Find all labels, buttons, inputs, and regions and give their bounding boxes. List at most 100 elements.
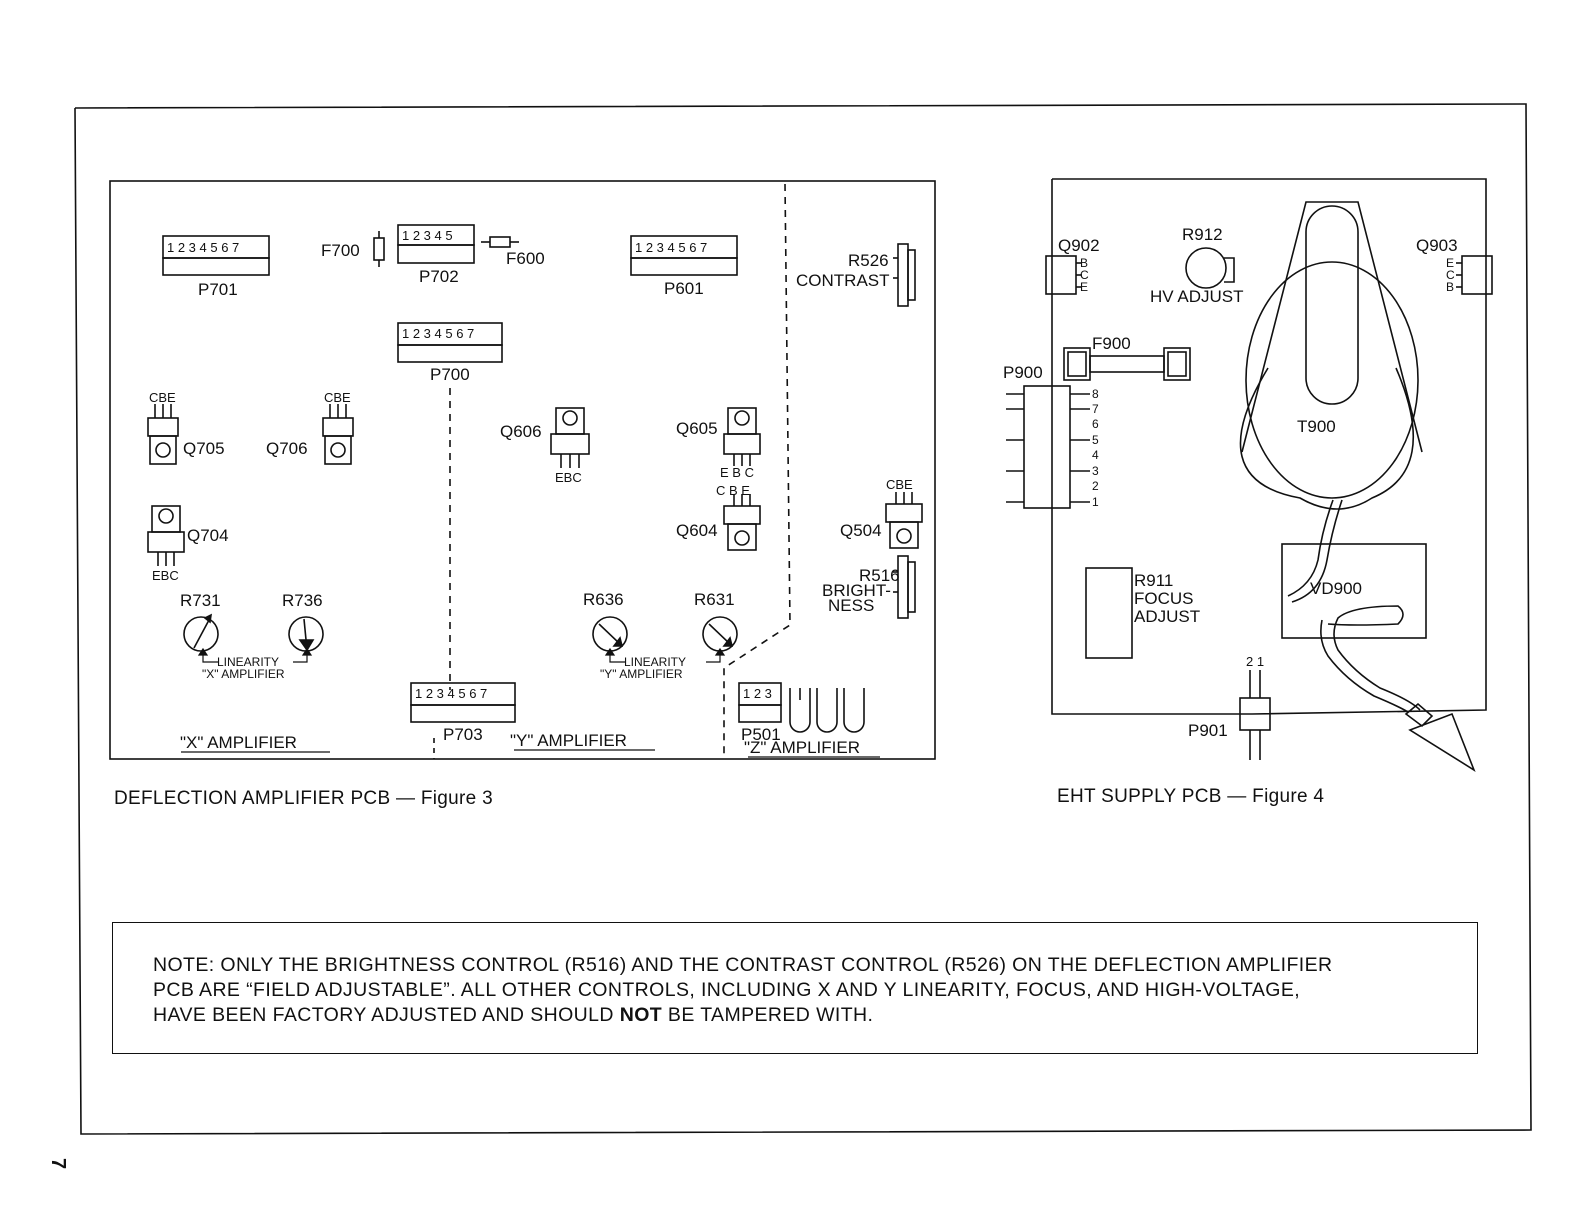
control-r526: [893, 243, 916, 307]
q504-label: Q504: [840, 521, 882, 540]
contrast-label: CONTRAST: [796, 271, 890, 290]
y-linearity-amp: "Y" AMPLIFIER: [600, 667, 683, 681]
deflection-pcb-outline: [109, 180, 936, 760]
p703-label: P703: [443, 725, 483, 744]
note-box: NOTE: ONLY THE BRIGHTNESS CONTROL (R516)…: [112, 922, 1478, 1054]
eht-pcb-outline: [1051, 178, 1487, 715]
x-amplifier-section: "X" AMPLIFIER: [180, 733, 297, 752]
p900-pin-1: 1: [1092, 495, 1099, 509]
transistor-q604: [723, 494, 761, 551]
q704-label: Q704: [187, 526, 229, 545]
p900-pin-2: 2: [1092, 479, 1099, 493]
pot-r636: [592, 616, 628, 652]
r631-label: R631: [694, 590, 735, 609]
note-line-1: NOTE: ONLY THE BRIGHTNESS CONTROL (R516)…: [153, 954, 1333, 976]
r636-label: R636: [583, 590, 624, 609]
q604-label: Q604: [676, 521, 718, 540]
p601-label: P601: [664, 279, 704, 298]
p900-pin-6: 6: [1092, 417, 1099, 431]
y-z-divider: [723, 183, 791, 759]
transistor-q705: [147, 404, 179, 465]
x-linearity-bracket: [197, 647, 313, 663]
r912-label: R912: [1182, 225, 1223, 244]
note-line-3c: BE TAMPERED WITH.: [662, 1004, 874, 1026]
x-linearity-amp: "X" AMPLIFIER: [202, 667, 285, 681]
connector-p901: [1239, 670, 1271, 760]
focus-label: FOCUS: [1134, 589, 1194, 608]
note-emphasis-not: NOT: [619, 1004, 663, 1026]
q902-pin-e: E: [1080, 280, 1088, 294]
f600-label: F600: [506, 249, 545, 268]
p501-label: P501: [741, 725, 781, 744]
p501-pins: 1 2 3: [743, 686, 772, 701]
p700-pins: 1 2 3 4 5 6 7: [402, 326, 474, 341]
p702-label: P702: [419, 267, 459, 286]
q604-pins: C B E: [716, 483, 750, 498]
pot-r911: [1085, 567, 1133, 659]
q903-label: Q903: [1416, 236, 1458, 255]
vd900-label: VD900: [1310, 579, 1362, 598]
connector-p701: [162, 235, 270, 276]
transistor-q902: [1045, 255, 1082, 295]
p900-pin-7: 7: [1092, 402, 1099, 416]
pot-r631: [702, 616, 738, 652]
q605-label: Q605: [676, 419, 718, 438]
p900-label: P900: [1003, 363, 1043, 382]
anode-cap: [1404, 702, 1476, 772]
f700-label: F700: [321, 241, 360, 260]
eht-lead: [1287, 499, 1343, 603]
fuse-f900: [1063, 347, 1191, 381]
pot-r731: [183, 613, 219, 652]
q902-pin-c: C: [1080, 268, 1089, 282]
figure-3-caption: DEFLECTION AMPLIFIER PCB — Figure 3: [114, 788, 493, 809]
p900-pin-5: 5: [1092, 433, 1099, 447]
transistor-q605: [723, 407, 761, 466]
q903-pin-e: E: [1446, 256, 1454, 270]
r526-label: R526: [848, 251, 889, 270]
x-linearity-label: LINEARITY: [217, 655, 279, 669]
connector-p702: [397, 224, 475, 264]
q504-pins: CBE: [886, 477, 913, 492]
page-number: 7: [47, 1157, 70, 1170]
f900-label: F900: [1092, 334, 1131, 353]
connector-p601: [630, 235, 738, 276]
q903-pin-b: B: [1446, 280, 1454, 294]
q705-label: Q705: [183, 439, 225, 458]
p900-pin-3: 3: [1092, 464, 1099, 478]
note-line-3a: HAVE BEEN FACTORY ADJUSTED AND SHOULD: [153, 1004, 620, 1026]
transistor-q504: [885, 492, 923, 549]
q606-label: Q606: [500, 422, 542, 441]
note-line-3: HAVE BEEN FACTORY ADJUSTED AND SHOULD NO…: [153, 1003, 1453, 1028]
brightness-label-1: BRIGHT-: [822, 581, 891, 600]
brightness-label-2: NESS: [828, 596, 874, 615]
fuse-f700: [373, 231, 385, 267]
r736-label: R736: [282, 591, 323, 610]
q902-pin-b: B: [1080, 256, 1088, 270]
note-text: NOTE: ONLY THE BRIGHTNESS CONTROL (R516)…: [153, 953, 1453, 1028]
note-line-2: PCB ARE “FIELD ADJUSTABLE”. ALL OTHER CO…: [153, 979, 1301, 1001]
p703-pins: 1 2 3 4 5 6 7: [415, 686, 487, 701]
r516-label: R516: [859, 566, 900, 585]
transistor-q706: [322, 404, 354, 465]
connector-p700: [397, 322, 503, 363]
transistor-q903: [1456, 255, 1493, 295]
transistor-q704: [147, 505, 185, 566]
y-linearity-label: LINEARITY: [624, 655, 686, 669]
connector-p900: [1006, 385, 1090, 509]
p901-label: P901: [1188, 721, 1228, 740]
pot-r736: [288, 616, 324, 652]
focus-adjust-label: ADJUST: [1134, 607, 1200, 626]
p901-pins: 2 1: [1246, 654, 1264, 669]
r911-label: R911: [1134, 571, 1173, 590]
pot-r912: [1185, 247, 1235, 289]
fuse-f600: [481, 236, 519, 248]
p702-pins: 1 2 3 4 5: [402, 228, 453, 243]
y-linearity-bracket: [604, 647, 726, 663]
z-amp-pins: [789, 688, 865, 733]
transistor-q606: [550, 407, 590, 468]
q903-pin-c: C: [1446, 268, 1455, 282]
connector-p501: [738, 682, 782, 723]
r731-label: R731: [180, 591, 221, 610]
p601-pins: 1 2 3 4 5 6 7: [635, 240, 707, 255]
